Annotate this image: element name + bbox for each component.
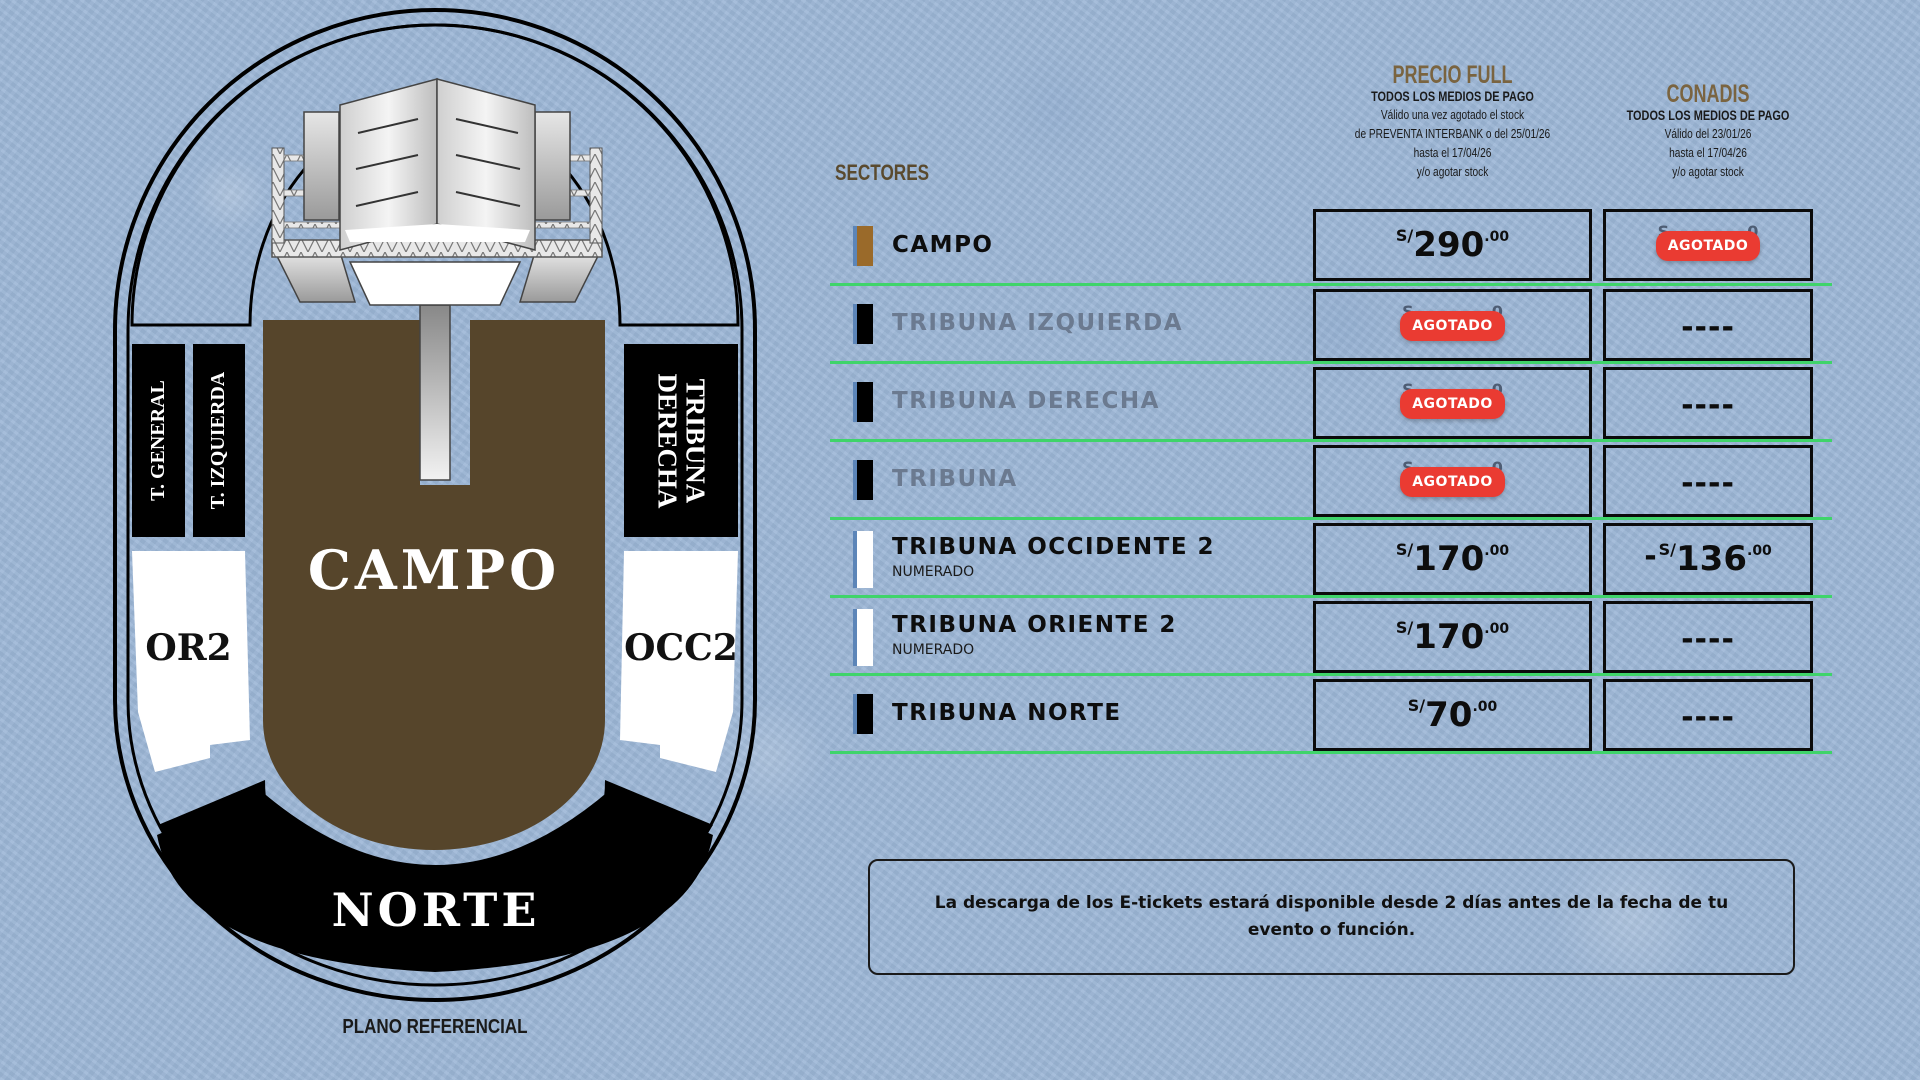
zone-norte-label: NORTE [331, 883, 541, 937]
sectores-header: SECTORES [835, 160, 930, 185]
price-full-cell[interactable]: S0 AGOTADO [1313, 367, 1592, 439]
stadium-map: T. GENERAL T. IZQUIERDA TRIBUNA DERECHA … [0, 0, 820, 1080]
table-row-campo[interactable]: CAMPO S/290.00 S0 AGOTADO [830, 208, 1832, 286]
no-price-dashes: ---- [1681, 621, 1735, 657]
price-value: S/70.00 [1407, 695, 1498, 735]
price-full-cell[interactable]: S/290.00 [1313, 209, 1592, 281]
price-full-cell[interactable]: S0 AGOTADO [1313, 445, 1592, 517]
sector-color-swatch [853, 304, 873, 344]
column-header-conadis: CONADIS TODOS LOS MEDIOS DE PAGO Válido … [1626, 80, 1790, 179]
sector-color-swatch [853, 382, 873, 422]
zone-or2-label: OR2 [145, 627, 232, 669]
price-full-cell[interactable]: S/170.00 [1313, 601, 1592, 673]
sold-out-badge: AGOTADO [1400, 467, 1505, 497]
row-separator [830, 439, 1832, 442]
row-separator [830, 517, 1832, 520]
table-row-tribuna-occidente-2[interactable]: TRIBUNA OCCIDENTE 2 NUMERADO S/170.00 -S… [830, 520, 1832, 598]
eticket-notice: La descarga de los E-tickets estará disp… [868, 859, 1795, 975]
price-conadis-cell[interactable]: ---- [1603, 289, 1813, 361]
column-header-precio-full: PRECIO FULL TODOS LOS MEDIOS DE PAGO Vál… [1354, 61, 1551, 179]
table-row-tribuna-izquierda[interactable]: TRIBUNA IZQUIERDA S0 AGOTADO ---- [830, 286, 1832, 364]
sold-out-badge: AGOTADO [1400, 311, 1505, 341]
sold-out-badge: AGOTADO [1400, 389, 1505, 419]
sector-subtitle: NUMERADO [892, 564, 975, 580]
price-conadis-cell[interactable]: ---- [1603, 601, 1813, 673]
table-row-tribuna[interactable]: TRIBUNA S0 AGOTADO ---- [830, 442, 1832, 520]
zone-campo-label: CAMPO [307, 538, 561, 602]
price-full-cell[interactable]: S/70.00 [1313, 679, 1592, 751]
price-value: -S/136.00 [1644, 539, 1772, 579]
sector-subtitle: NUMERADO [892, 642, 975, 658]
price-conadis-cell[interactable]: S0 AGOTADO [1603, 209, 1813, 281]
table-row-tribuna-oriente-2[interactable]: TRIBUNA ORIENTE 2 NUMERADO S/170.00 ---- [830, 598, 1832, 676]
row-separator [830, 595, 1832, 598]
sector-color-swatch [853, 460, 873, 500]
sector-name: CAMPO [892, 232, 994, 258]
sector-name: TRIBUNA IZQUIERDA [892, 310, 1184, 336]
price-value: S/170.00 [1395, 539, 1510, 579]
sector-color-swatch [853, 609, 873, 666]
sector-name: TRIBUNA NORTE [892, 700, 1122, 726]
price-value: S/290.00 [1395, 225, 1510, 265]
zone-occ2-label: OCC2 [624, 627, 738, 669]
sector-name: TRIBUNA DERECHA [892, 388, 1160, 414]
sector-color-swatch [853, 531, 873, 588]
sector-name: TRIBUNA OCCIDENTE 2 [892, 534, 1216, 560]
stadium-outline [113, 8, 757, 1002]
zone-tribuna-derecha: TRIBUNA DERECHA [624, 344, 738, 537]
sector-name: TRIBUNA [892, 466, 1018, 492]
price-full-cell[interactable]: S0 AGOTADO [1313, 289, 1592, 361]
sector-color-swatch [853, 694, 873, 734]
no-price-dashes: ---- [1681, 387, 1735, 423]
sector-name: TRIBUNA ORIENTE 2 [892, 612, 1177, 638]
row-separator [830, 361, 1832, 364]
eticket-notice-text: La descarga de los E-tickets estará disp… [934, 893, 1729, 940]
price-full-cell[interactable]: S/170.00 [1313, 523, 1592, 595]
table-row-tribuna-norte[interactable]: TRIBUNA NORTE S/70.00 ---- [830, 676, 1832, 754]
row-separator [830, 751, 1832, 754]
price-conadis-cell[interactable]: ---- [1603, 679, 1813, 751]
price-conadis-cell[interactable]: ---- [1603, 367, 1813, 439]
price-conadis-cell[interactable]: ---- [1603, 445, 1813, 517]
row-separator [830, 673, 1832, 676]
price-conadis-cell[interactable]: -S/136.00 [1603, 523, 1813, 595]
no-price-dashes: ---- [1681, 309, 1735, 345]
price-value: S/170.00 [1395, 617, 1510, 657]
no-price-dashes: ---- [1681, 465, 1735, 501]
zone-t-izquierda: T. IZQUIERDA [193, 344, 245, 537]
row-separator [830, 283, 1832, 286]
sold-out-badge: AGOTADO [1655, 231, 1761, 261]
zone-t-general: T. GENERAL [132, 344, 185, 537]
table-row-tribuna-derecha[interactable]: TRIBUNA DERECHA S0 AGOTADO ---- [830, 364, 1832, 442]
map-caption: PLANO REFERENCIAL [342, 1016, 528, 1038]
no-price-dashes: ---- [1681, 699, 1735, 735]
sector-color-swatch [853, 226, 873, 266]
